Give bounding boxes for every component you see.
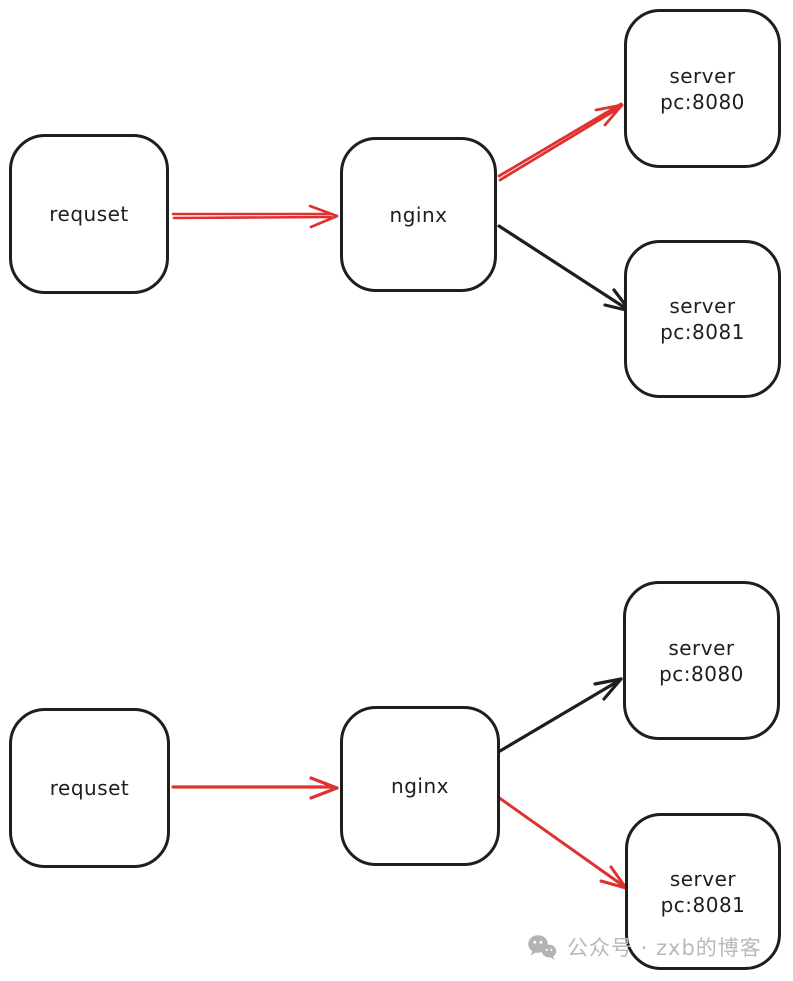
watermark: 公众号 · zxb的博客: [527, 932, 762, 962]
node-request-top[interactable]: requset: [9, 134, 169, 294]
node-server-8080-bottom-label: server pc:8080: [659, 635, 744, 686]
node-server-8080-bottom[interactable]: server pc:8080: [623, 581, 780, 740]
node-request-top-label: requset: [49, 202, 129, 226]
arrow-nginx-to-server8081-top[interactable]: [497, 224, 632, 313]
node-server-8080-top[interactable]: server pc:8080: [624, 9, 781, 168]
node-server-8081-bottom[interactable]: server pc:8081: [625, 813, 781, 970]
node-nginx-top[interactable]: nginx: [340, 137, 497, 292]
wechat-icon: [527, 934, 558, 961]
watermark-text: 公众号 · zxb的博客: [567, 936, 762, 960]
arrow-request-to-nginx-top[interactable]: [171, 204, 339, 229]
node-server-8081-bottom-label: server pc:8081: [660, 866, 746, 917]
arrow-nginx-to-server8080-bottom[interactable]: [498, 677, 623, 753]
node-request-bottom[interactable]: requset: [9, 708, 170, 868]
node-server-8081-top[interactable]: server pc:8081: [624, 240, 781, 398]
arrow-nginx-to-server8080-top[interactable]: [497, 102, 624, 182]
node-nginx-top-label: nginx: [389, 202, 448, 227]
arrow-request-to-nginx-bottom[interactable]: [171, 776, 339, 800]
arrow-nginx-to-server8081-bottom[interactable]: [496, 795, 628, 890]
node-request-bottom-label: requset: [49, 776, 130, 800]
node-server-8080-top-label: server pc:8080: [660, 63, 745, 114]
node-nginx-bottom[interactable]: nginx: [340, 706, 500, 866]
node-nginx-bottom-label: nginx: [391, 774, 449, 798]
node-server-8081-top-label: server pc:8081: [660, 294, 745, 344]
